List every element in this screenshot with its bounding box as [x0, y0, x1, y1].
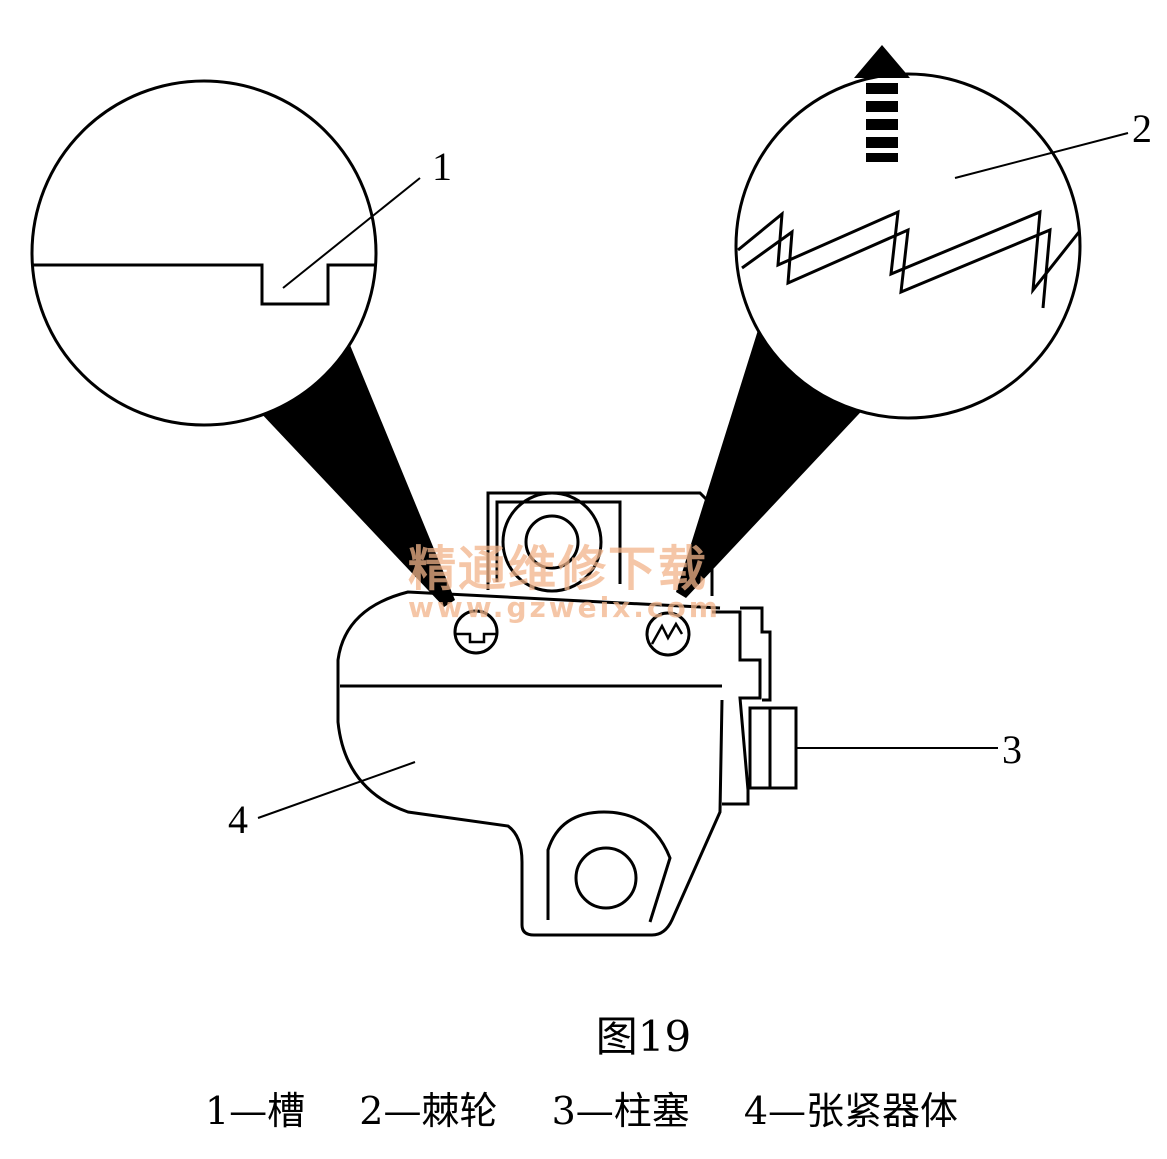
groove-profile [33, 263, 375, 306]
tensioner-body [257, 491, 998, 937]
ratchet-teeth-profile-inner [741, 227, 1052, 309]
watermark-text: 精通维修下载 [408, 541, 708, 597]
figure-legend: 1—槽 2—棘轮 3—柱塞 4—张紧器体 [205, 1080, 1000, 1135]
callout-2: 2 [1132, 106, 1152, 151]
left-zoom-cone [258, 345, 455, 607]
legend-item-body: 4—张紧器体 [743, 1089, 959, 1133]
legend-item-ratchet: 2—棘轮 [359, 1089, 498, 1133]
legend-item-plunger: 3—柱塞 [551, 1089, 690, 1133]
groove-leader-line [282, 177, 421, 289]
groove-window [453, 609, 499, 655]
ratchet-detail-circle [734, 72, 1129, 420]
figure-title: 图19 [595, 1012, 692, 1061]
callout-4: 4 [228, 797, 248, 842]
callout-1: 1 [432, 144, 452, 189]
watermark-url: www.gzweix.com [408, 591, 721, 624]
ratchet-leader-line [954, 132, 1129, 179]
ratchet-window [645, 611, 691, 657]
callout-3: 3 [1002, 727, 1022, 772]
up-arrow-icon [854, 45, 910, 162]
body-leader-line [257, 761, 416, 819]
ratchet-teeth-profile [737, 209, 1081, 295]
groove-detail-circle [30, 79, 421, 427]
legend-item-groove: 1—槽 [205, 1089, 306, 1133]
